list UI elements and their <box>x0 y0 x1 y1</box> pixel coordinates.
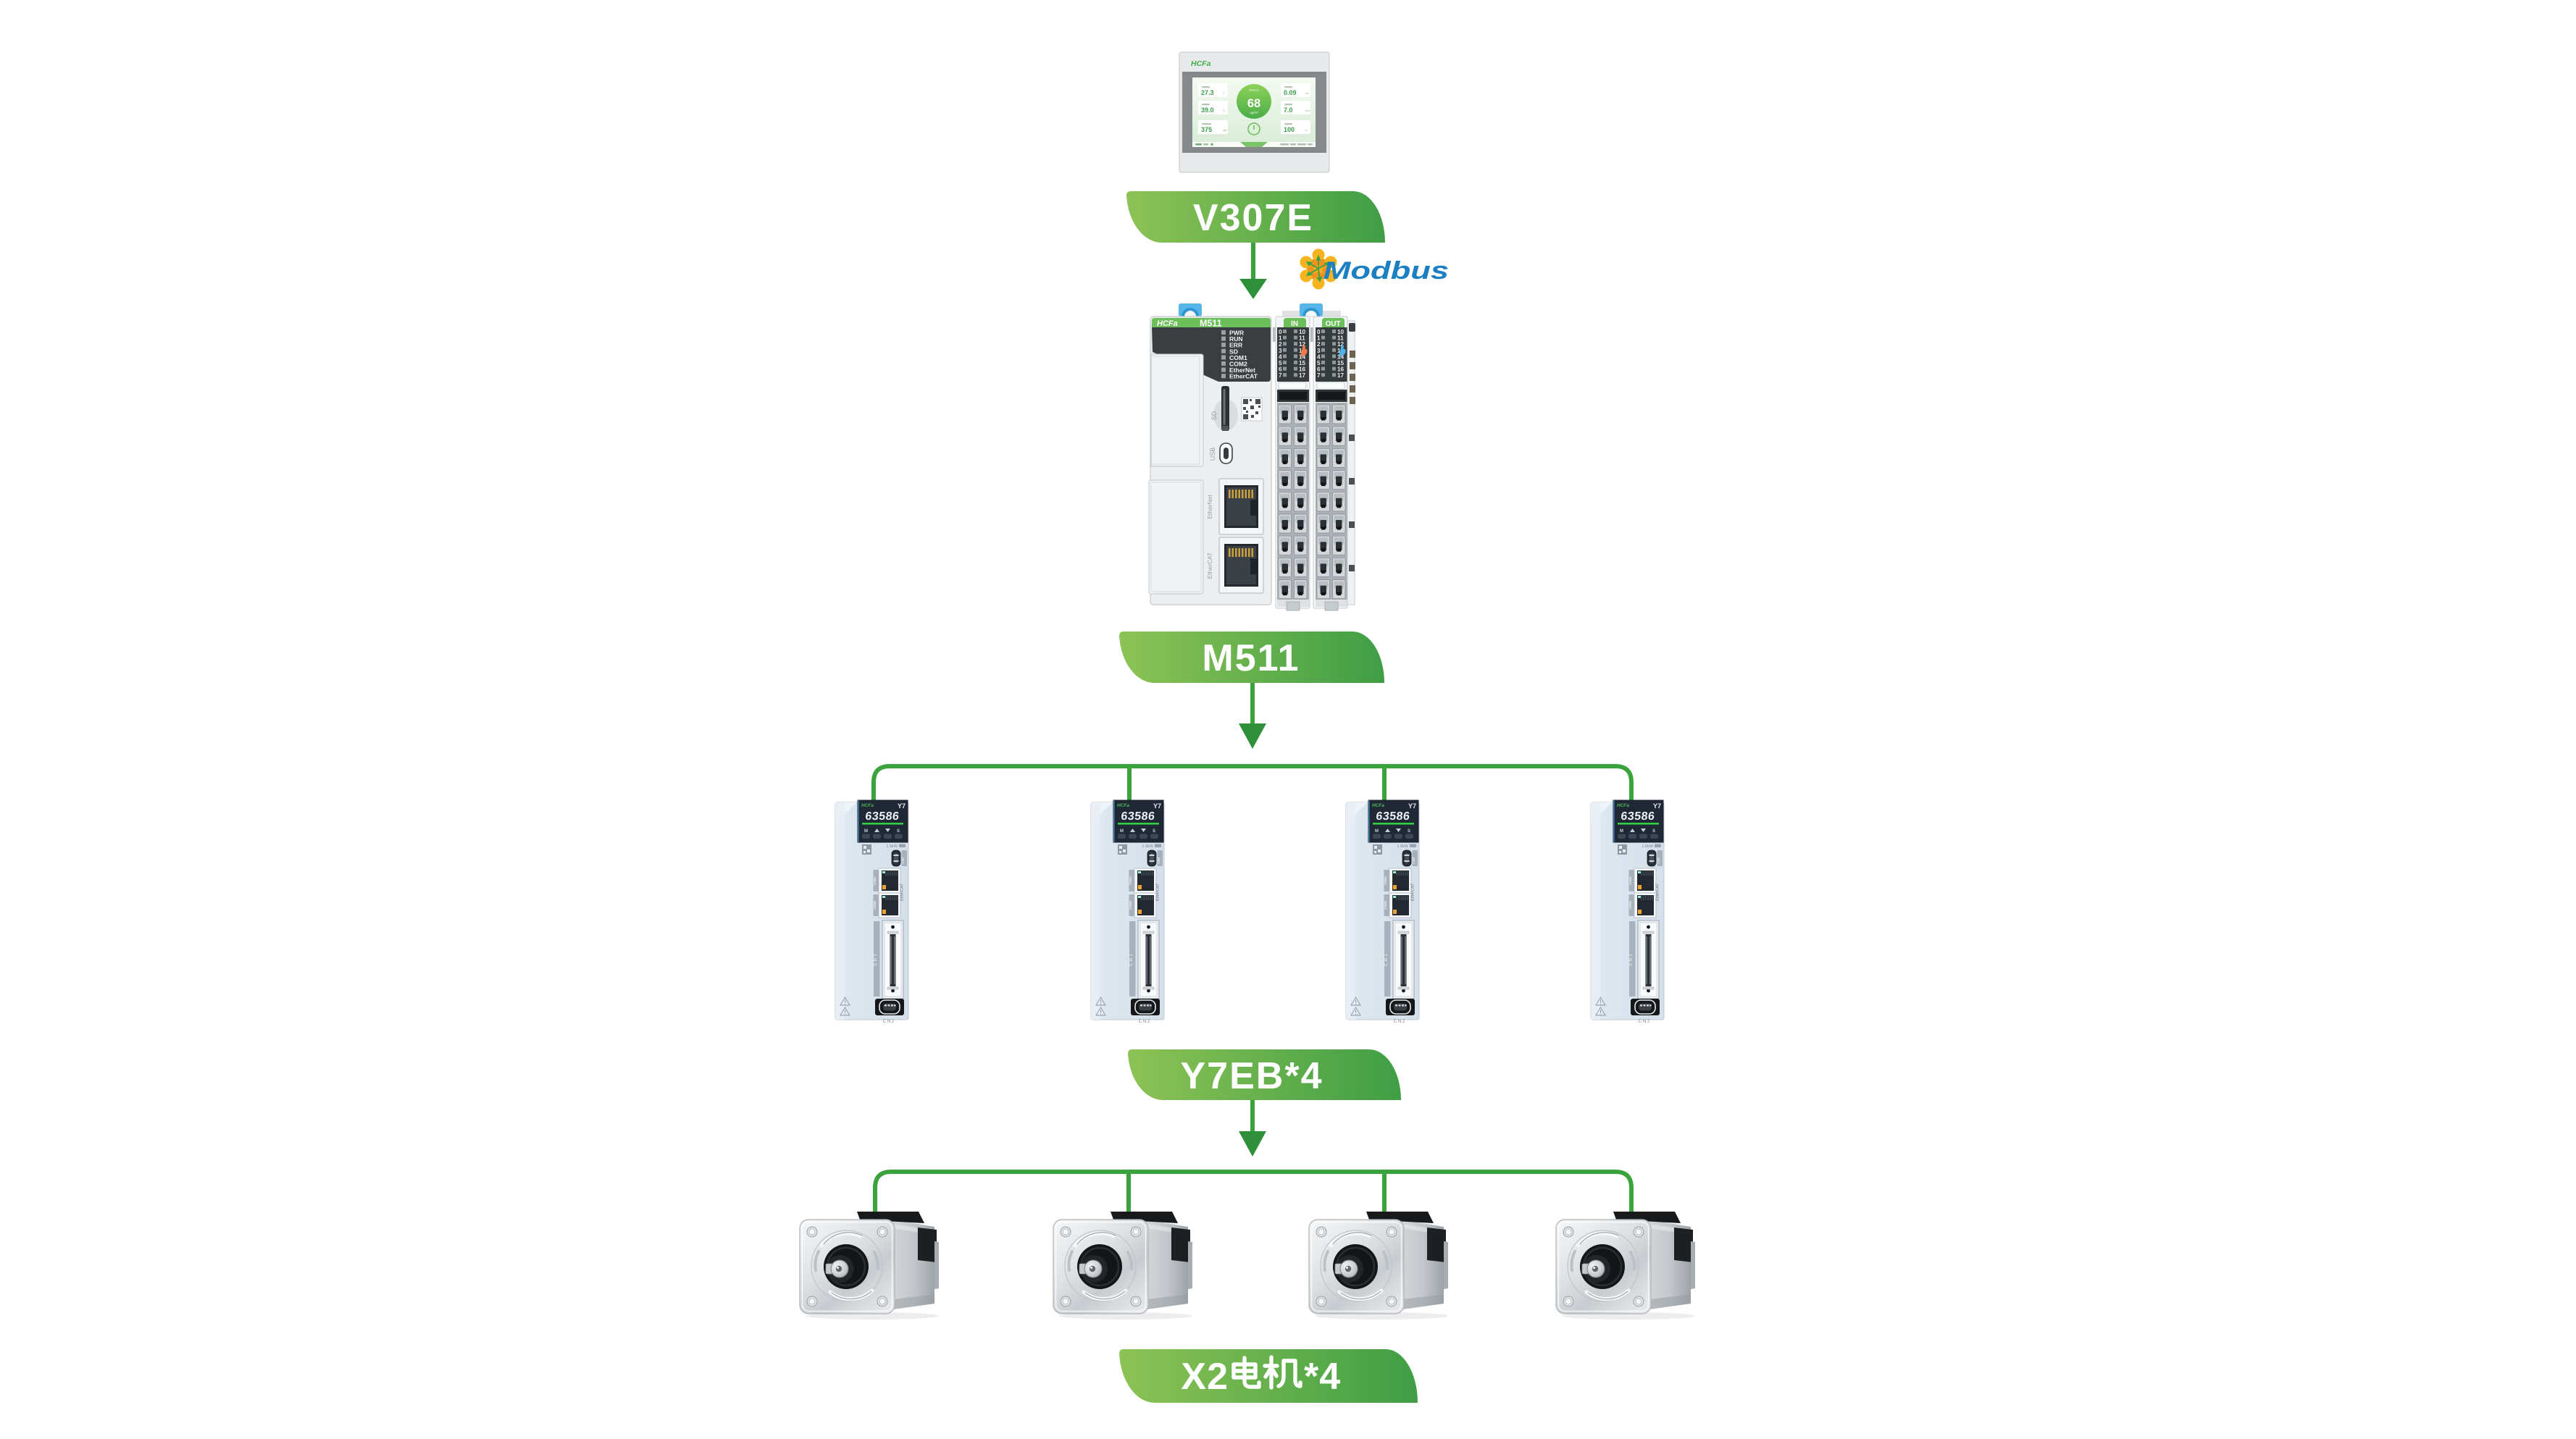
svg-text:m/s: m/s <box>1305 92 1310 95</box>
svg-text:39.0: 39.0 <box>1201 106 1214 114</box>
svg-text:HCFa: HCFa <box>1191 59 1211 68</box>
svg-text:SD: SD <box>1229 348 1238 355</box>
svg-text:EtherNet: EtherNet <box>1229 366 1255 374</box>
svg-text:1: 1 <box>1317 335 1321 342</box>
svg-text:4: 4 <box>1317 353 1321 360</box>
svg-text:*4: *4 <box>1304 1356 1341 1398</box>
svg-text:27.3: 27.3 <box>1201 89 1214 96</box>
svg-text:7.0: 7.0 <box>1284 106 1293 114</box>
svg-text:PM2.5: PM2.5 <box>1249 88 1259 92</box>
svg-text:EtherCAT: EtherCAT <box>1229 373 1258 380</box>
svg-text:0.09: 0.09 <box>1284 89 1297 96</box>
svg-text:3: 3 <box>1317 348 1321 354</box>
svg-text:6: 6 <box>1279 366 1282 373</box>
svg-text:C: C <box>1223 92 1225 95</box>
svg-text:100: 100 <box>1284 126 1295 133</box>
svg-text:USB: USB <box>1209 448 1216 461</box>
svg-text:SD: SD <box>1210 411 1218 420</box>
svg-text:3: 3 <box>1279 348 1282 354</box>
svg-text:10: 10 <box>1299 329 1306 335</box>
svg-text:EtherNet: EtherNet <box>1206 495 1213 519</box>
svg-text:14: 14 <box>1337 353 1345 360</box>
svg-text:15: 15 <box>1337 360 1345 366</box>
svg-text:17: 17 <box>1337 372 1345 379</box>
svg-text:%: % <box>1223 109 1225 112</box>
svg-text:M511: M511 <box>1200 319 1222 329</box>
svg-text:0: 0 <box>1279 329 1282 335</box>
svg-text:12: 12 <box>1337 341 1345 348</box>
svg-text:lx: lx <box>1305 129 1308 132</box>
svg-text:0: 0 <box>1317 329 1321 335</box>
svg-text:16: 16 <box>1299 366 1306 373</box>
svg-text:ppm: ppm <box>1223 129 1228 132</box>
svg-text:COM1: COM1 <box>1229 354 1247 361</box>
svg-text:ug/m³: ug/m³ <box>1250 111 1258 114</box>
svg-text:X2: X2 <box>1181 1356 1229 1398</box>
svg-text:V307E: V307E <box>1193 197 1313 239</box>
svg-text:2: 2 <box>1279 341 1282 348</box>
svg-text:68: 68 <box>1247 97 1260 110</box>
svg-text:14: 14 <box>1299 353 1306 360</box>
svg-text:10: 10 <box>1337 329 1345 335</box>
svg-text:7: 7 <box>1317 372 1321 379</box>
svg-text:Y7EB*4: Y7EB*4 <box>1181 1055 1323 1097</box>
svg-text:ERR: ERR <box>1229 342 1243 349</box>
svg-text:11: 11 <box>1299 335 1305 342</box>
svg-text:RUN: RUN <box>1229 335 1243 343</box>
svg-text:IN: IN <box>1291 320 1298 328</box>
svg-text:km/h: km/h <box>1305 109 1310 112</box>
svg-text:2: 2 <box>1317 341 1321 348</box>
svg-text:OUT: OUT <box>1325 320 1340 328</box>
svg-text:6: 6 <box>1317 366 1321 373</box>
svg-text:EtherCAT: EtherCAT <box>1206 553 1213 579</box>
svg-text:COM2: COM2 <box>1229 361 1247 368</box>
svg-text:16: 16 <box>1337 366 1345 373</box>
svg-text:M511: M511 <box>1202 637 1300 679</box>
svg-text:4: 4 <box>1279 353 1282 360</box>
svg-text:1: 1 <box>1279 335 1282 342</box>
svg-text:15: 15 <box>1299 360 1306 366</box>
svg-text:11: 11 <box>1337 335 1344 342</box>
svg-text:Modbus: Modbus <box>1323 257 1449 284</box>
svg-text:5: 5 <box>1317 360 1321 366</box>
svg-text:5: 5 <box>1279 360 1282 366</box>
svg-text:7: 7 <box>1279 372 1282 379</box>
svg-text:375: 375 <box>1201 126 1212 133</box>
svg-text:HCFa: HCFa <box>1157 319 1178 328</box>
svg-text:17: 17 <box>1299 372 1306 379</box>
svg-text:12: 12 <box>1299 341 1306 348</box>
svg-text:PWR: PWR <box>1229 330 1245 337</box>
